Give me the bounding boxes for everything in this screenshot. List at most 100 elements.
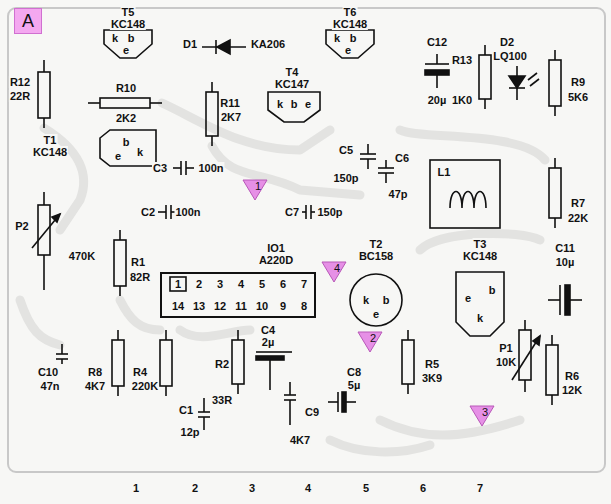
callout-number: 2 [357, 332, 389, 344]
part-label: e [344, 44, 352, 56]
part-label: 3K9 [421, 372, 443, 384]
part-label: 12K [561, 384, 583, 396]
part-label: R13 [451, 54, 473, 66]
part-label: R4 [132, 366, 148, 378]
pin-number: 7 [301, 278, 307, 290]
part-label: k [136, 146, 144, 158]
callout-triangle: 4 [321, 261, 353, 283]
part-label: C8 [346, 366, 362, 378]
part-label: R6 [564, 370, 580, 382]
part-label: C6 [394, 152, 410, 164]
part-label: KC148 [110, 18, 146, 30]
part-label: A220D [258, 254, 294, 266]
part-label: 6 [419, 482, 427, 494]
part-label: KA206 [250, 38, 286, 50]
part-label: 220K [131, 380, 159, 392]
pin-number: 8 [301, 300, 307, 312]
part-label: 100n [197, 162, 224, 174]
part-label: C4 [260, 324, 276, 336]
part-label: D2 [499, 36, 515, 48]
part-label: 100n [174, 206, 201, 218]
ic-outline: 1234567141312111098 [160, 272, 316, 318]
callout-number: 4 [321, 262, 353, 274]
part-label: 5 [362, 482, 370, 494]
part-label: IO1 [266, 242, 286, 254]
pin-number: 14 [172, 300, 184, 312]
part-label: 1 [132, 482, 140, 494]
part-label: b [349, 32, 358, 44]
pin-number: 9 [280, 300, 286, 312]
callout-triangle: 3 [469, 405, 501, 427]
corner-tag: A [14, 8, 42, 34]
part-label: e [372, 308, 380, 320]
part-label: KC148 [332, 18, 368, 30]
part-label: 20µ [427, 94, 448, 106]
part-label: BC158 [358, 250, 394, 262]
part-label: C7 [284, 206, 300, 218]
part-label: D1 [182, 38, 198, 50]
part-label: b [290, 98, 299, 110]
pin-number: 1 [175, 278, 181, 290]
pin-number: 4 [238, 278, 244, 290]
part-label: C5 [338, 144, 354, 156]
part-label: 1K0 [451, 94, 473, 106]
part-label: e [464, 292, 472, 304]
part-label: C11 [554, 242, 576, 254]
part-label: 22K [567, 212, 589, 224]
part-label: 2K7 [220, 111, 242, 123]
part-label: 10K [495, 356, 517, 368]
part-label: 5µ [347, 379, 361, 391]
part-label: T6 [343, 6, 358, 18]
part-label: b [488, 284, 497, 296]
part-label: k [111, 32, 119, 44]
part-label: b [122, 136, 131, 148]
part-label: C12 [426, 36, 448, 48]
part-label: KC148 [32, 146, 68, 158]
part-label: 4 [304, 482, 312, 494]
part-label: L1 [437, 166, 452, 178]
part-label: T3 [473, 238, 488, 250]
part-label: k [476, 312, 484, 324]
part-label: R1 [130, 256, 146, 268]
part-label: b [382, 294, 391, 306]
part-label: T4 [285, 66, 300, 78]
part-label: e [114, 150, 122, 162]
corner-letter: A [15, 9, 41, 33]
callout-triangle: 1 [242, 179, 274, 201]
pin-number: 11 [235, 300, 247, 312]
part-label: C9 [304, 406, 320, 418]
part-label: 33R [211, 394, 233, 406]
part-label: KC147 [274, 78, 310, 90]
pin-number: 2 [196, 278, 202, 290]
part-label: k [362, 294, 370, 306]
part-label: 5K6 [567, 91, 589, 103]
pin-number: 13 [193, 300, 205, 312]
part-label: T5 [121, 6, 136, 18]
pin-number: 10 [256, 300, 268, 312]
part-label: T1 [43, 134, 58, 146]
part-label: k [276, 98, 284, 110]
part-label: R9 [570, 76, 586, 88]
part-label: P2 [14, 220, 29, 232]
part-label: e [122, 44, 130, 56]
pin-number: 3 [217, 278, 223, 290]
part-label: R8 [87, 366, 103, 378]
part-label: R11 [219, 97, 241, 109]
part-label: 47n [40, 380, 61, 392]
part-label: 2 [191, 482, 199, 494]
part-label: R5 [424, 358, 440, 370]
pin-number: 6 [280, 278, 286, 290]
part-label: 7 [476, 482, 484, 494]
callout-number: 1 [242, 180, 274, 192]
part-label: C3 [152, 162, 168, 174]
part-label: 22R [9, 90, 31, 102]
part-label: C2 [140, 206, 156, 218]
part-label: 470K [68, 250, 96, 262]
pin-number: 5 [259, 278, 265, 290]
part-label: 82R [129, 271, 151, 283]
callout-number: 3 [469, 406, 501, 418]
part-label: R12 [9, 76, 31, 88]
part-label: R10 [115, 82, 137, 94]
callout-triangle: 2 [357, 331, 389, 353]
